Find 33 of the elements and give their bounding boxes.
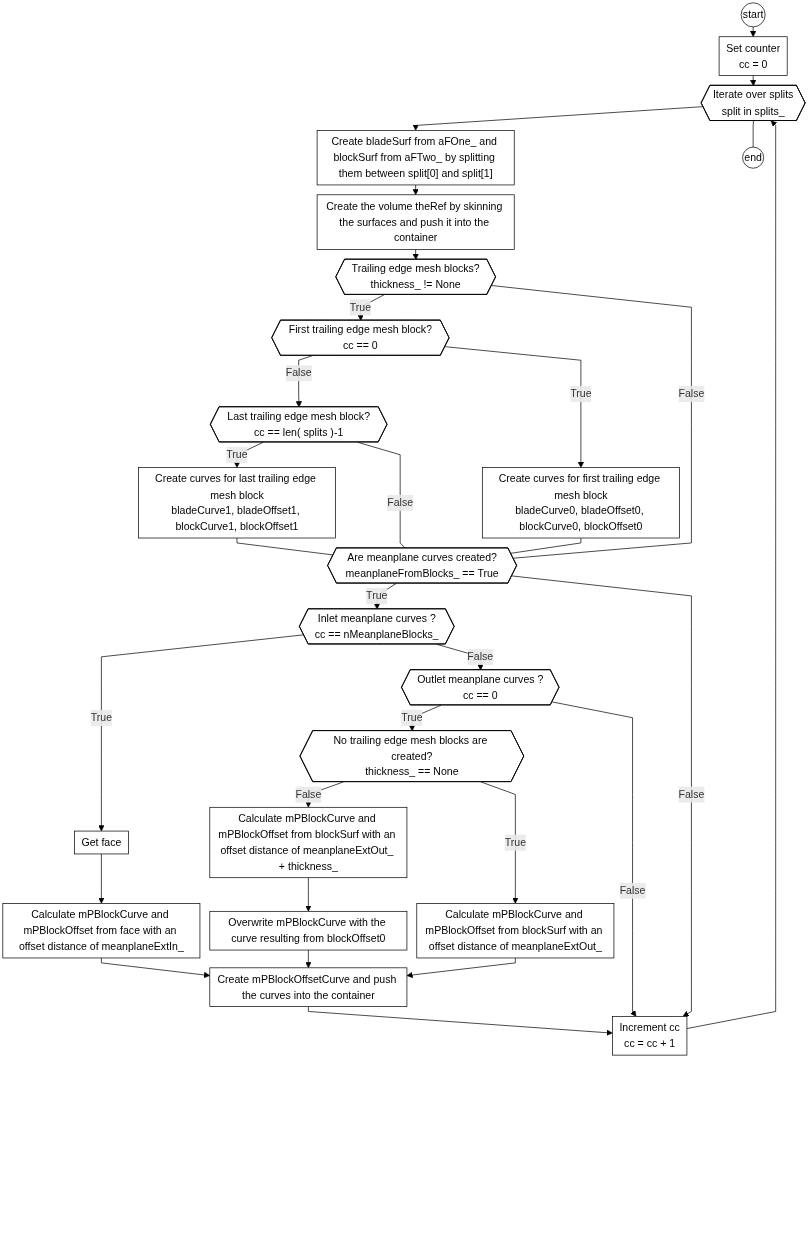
edge-label: False xyxy=(387,496,414,509)
edge-label: True xyxy=(366,589,388,602)
node-box xyxy=(2,903,201,959)
edge-label: False xyxy=(678,387,705,400)
edge-label: False xyxy=(295,787,322,800)
edge-label: True xyxy=(90,711,113,724)
edge-label: True xyxy=(226,448,248,461)
node-box xyxy=(209,967,408,1007)
edge-label: False xyxy=(467,650,494,663)
node-box xyxy=(209,910,408,951)
connector xyxy=(357,441,406,549)
node-circle xyxy=(742,146,765,169)
node-box xyxy=(612,1016,688,1056)
node-box xyxy=(316,130,515,186)
edge-label: True xyxy=(401,711,423,724)
edge-label: True xyxy=(570,387,592,400)
edge-label: False xyxy=(619,884,646,897)
node-box xyxy=(74,830,129,855)
connector xyxy=(510,537,582,554)
edge-label: True xyxy=(349,300,372,313)
node-box xyxy=(209,806,408,879)
connector xyxy=(236,537,334,556)
edge-label: False xyxy=(678,787,705,800)
connector xyxy=(752,120,754,148)
node-box xyxy=(718,36,788,76)
edge-label: True xyxy=(504,835,527,848)
node-circle xyxy=(740,2,766,28)
connector xyxy=(491,285,692,559)
node-box xyxy=(416,903,615,959)
node-box xyxy=(316,194,515,250)
edge-label: False xyxy=(285,366,312,379)
node-box xyxy=(481,467,680,539)
node-box xyxy=(138,467,336,539)
